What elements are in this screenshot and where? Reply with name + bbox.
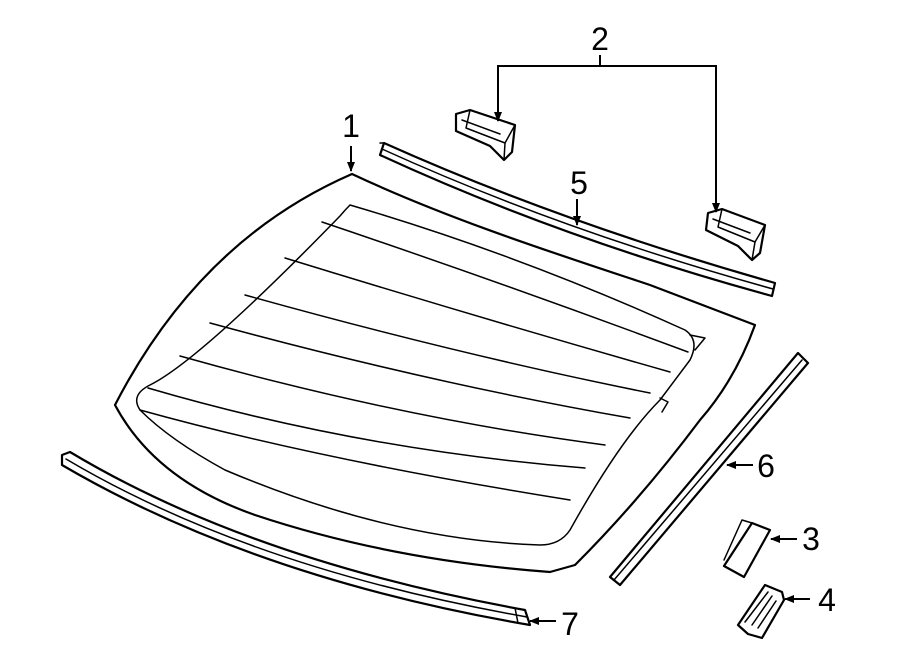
back-glass <box>113 172 757 574</box>
callout-1: 1 <box>342 108 360 144</box>
leader-2b <box>600 65 720 213</box>
callout-2: 2 <box>591 21 609 57</box>
callout-4: 4 <box>818 582 836 618</box>
upper-molding <box>378 141 777 298</box>
clip-left <box>454 108 517 162</box>
clip-right <box>704 207 767 262</box>
callout-leaders <box>347 55 810 625</box>
spacer-block <box>722 519 772 579</box>
lower-molding <box>60 450 532 627</box>
callout-3: 3 <box>802 521 820 557</box>
callout-5: 5 <box>570 165 588 201</box>
callout-7: 7 <box>561 606 579 642</box>
callout-6: 6 <box>757 448 775 484</box>
side-molding <box>608 351 810 587</box>
callout-labels: 1 2 3 4 5 6 7 <box>342 21 836 642</box>
fastener <box>736 583 786 640</box>
leader-2 <box>494 55 601 122</box>
